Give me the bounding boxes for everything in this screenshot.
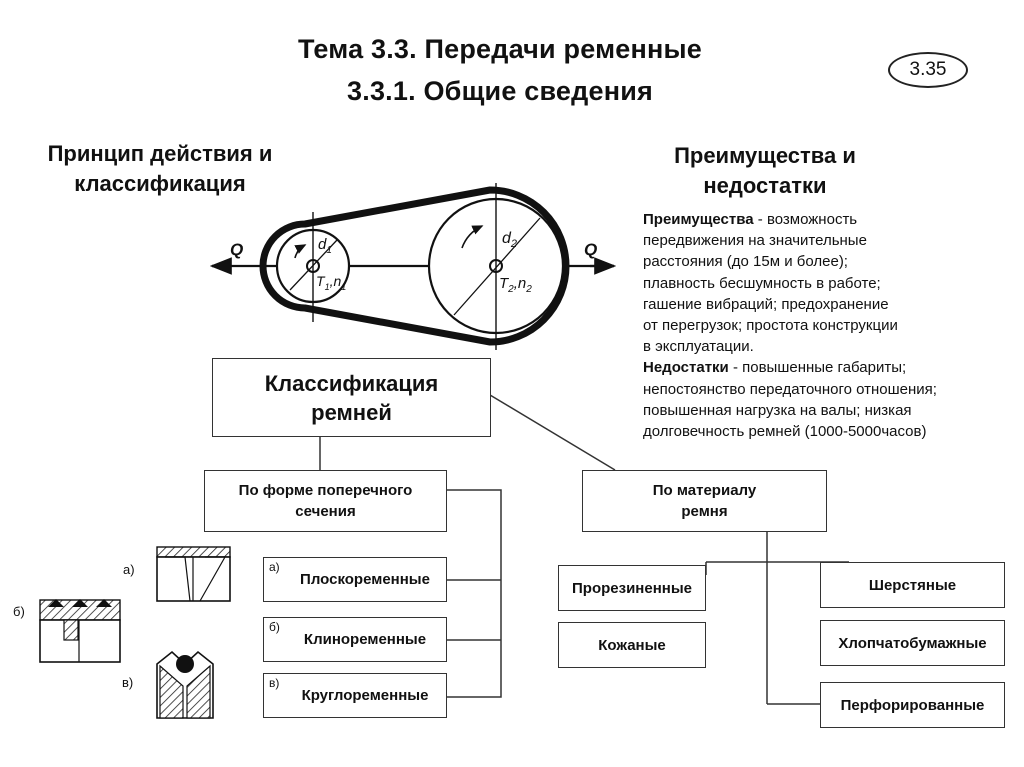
label-t2-n2: T2,n2 (499, 275, 532, 295)
rotation-arrow-1 (294, 244, 307, 259)
page-number-badge: 3.35 (888, 52, 968, 88)
disadvantages-heading: Недостатки (643, 359, 729, 377)
v-belt-section (39, 599, 121, 663)
label-d1: d1 (318, 236, 332, 256)
by-shape-box: По форме поперечного сечения (204, 470, 447, 532)
belt (259, 186, 570, 346)
force-label-left: Q (230, 240, 244, 259)
page-title-line2: 3.3.1. Общие сведения (347, 76, 653, 106)
diameter-line-d2 (453, 217, 541, 316)
shape-item-round: в) Круглоременные (263, 673, 447, 718)
page-title-line1: Тема 3.3. Передачи ременные (298, 34, 702, 64)
right-heading: Преимущества и недостатки (615, 141, 915, 201)
classification-root-box: Классификация ремней (212, 358, 491, 437)
flat-belt-section (156, 546, 231, 602)
figure-letter-b: б) (13, 604, 25, 619)
material-item-leather: Кожаные (558, 622, 706, 668)
belt-drive-figure (209, 183, 617, 350)
diameter-line-d1 (289, 239, 338, 291)
advantages-text: Преимущества - возможность передвижения … (643, 211, 937, 441)
figure-letter-a: а) (123, 562, 135, 577)
right-heading-line1: Преимущества и (674, 143, 856, 168)
material-item-rubberized: Прорезиненные (558, 565, 706, 611)
tree-connectors (319, 394, 850, 705)
by-material-box: По материалу ремня (582, 470, 827, 532)
figure-letter-v: в) (122, 675, 134, 690)
label-d2: d2 (502, 230, 518, 251)
left-heading-line1: Принцип действия и (47, 141, 273, 166)
advantages-heading: Преимущества (643, 211, 754, 228)
force-label-right: Q (584, 240, 598, 259)
rotation-arrow-2 (461, 225, 484, 249)
round-belt-section (156, 650, 214, 719)
shape-item-flat: а) Плоскоременные (263, 557, 447, 602)
right-heading-line2: недостатки (703, 173, 827, 198)
label-t1-n1: T1,n1 (316, 273, 347, 292)
material-item-cotton: Хлопчатобумажные (820, 620, 1005, 666)
left-heading: Принцип действия и классификация (0, 139, 320, 199)
left-heading-line2: классификация (74, 171, 246, 196)
shape-item-v: б) Клиноременные (263, 617, 447, 662)
material-item-perforated: Перфорированные (820, 682, 1005, 728)
material-item-wool: Шерстяные (820, 562, 1005, 608)
